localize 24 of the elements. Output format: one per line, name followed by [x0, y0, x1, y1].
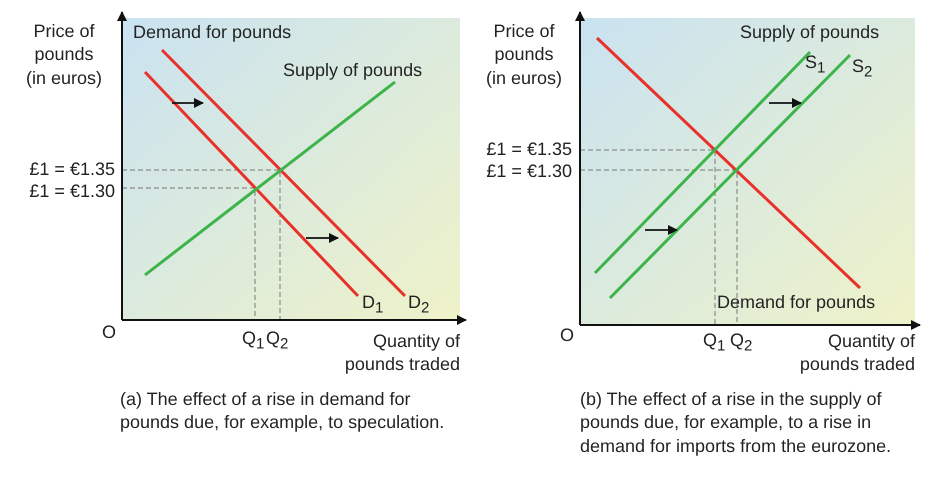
quantity-label: Q$_{2}$	[730, 330, 752, 356]
origin-label: O	[102, 322, 116, 344]
curve-label: S$_{1}$	[805, 52, 826, 78]
curve-label: D$_{1}$	[362, 292, 384, 318]
axis-label: Quantity of pounds traded	[344, 330, 460, 376]
caption: (a) The effect of a rise in demand for pounds due, for example, to speculation.	[120, 388, 446, 434]
curve-label: Supply of pounds	[740, 22, 880, 44]
price-label: £1 = €1.35	[485, 138, 572, 161]
price-label: £1 = €1.30	[485, 160, 572, 183]
curve-label: Supply of pounds	[283, 60, 422, 82]
axis-label: Price of pounds (in euros)	[24, 20, 104, 90]
quantity-label: Q$_{1}$	[242, 328, 264, 354]
origin-label: O	[560, 325, 574, 347]
price-label: £1 = €1.30	[28, 180, 115, 203]
curve-label: Demand for pounds	[133, 22, 292, 44]
caption: (b) The effect of a rise in the supply of pounds due, for example, to a rise in demand for imports from the eurozone.	[580, 388, 892, 458]
curve-label: D$_{2}$	[408, 292, 430, 318]
curve-label: Demand for pounds	[717, 292, 876, 314]
quantity-label: Q$_{1}$	[703, 330, 726, 356]
axis-label: Quantity of pounds traded	[798, 330, 915, 376]
price-label: £1 = €1.35	[28, 158, 115, 181]
quantity-label: Q$_{2}$	[266, 328, 288, 354]
axis-label: Price of pounds (in euros)	[484, 20, 564, 90]
curve-label: S$_{2}$	[852, 56, 872, 82]
